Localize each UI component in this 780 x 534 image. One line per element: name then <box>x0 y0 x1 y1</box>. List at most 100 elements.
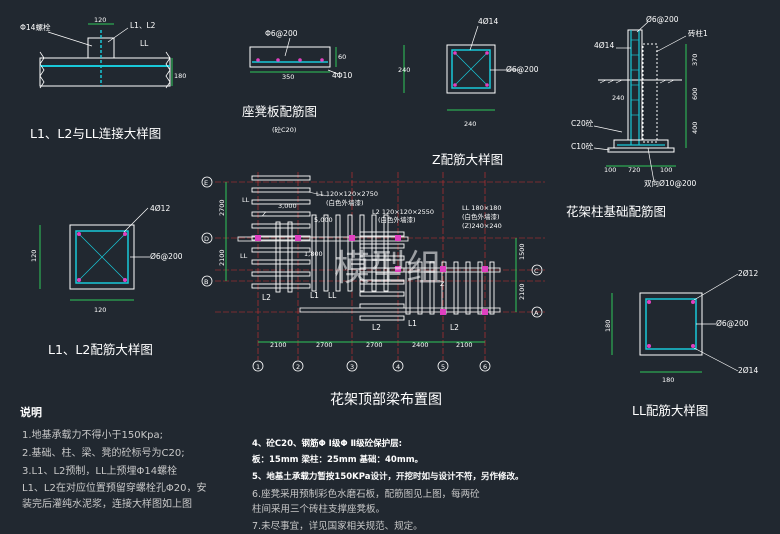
plan-l1-color: (白色外墙漆) <box>326 198 364 207</box>
notes-right-line-1: 板：15mm 梁柱：25mm 基础：40mm。 <box>252 454 423 465</box>
notes-left-line-2: 3.L1、L2预制，LL上预埋Φ14螺栓 <box>22 464 177 477</box>
foundation-detail: 370 600 400 240 100 720 100 Ø6@200 4Ø14 … <box>566 15 708 219</box>
notes-left-line-1: 2.基础、柱、梁、凳的砼标号为C20; <box>22 446 185 459</box>
plan-label-l2-b: L2 <box>372 323 381 332</box>
col-label-2: 2 <box>296 363 300 371</box>
l1l2-detail: 4Ø12 Ø6@200 120 120 L1、L2配筋大样图 <box>30 204 183 357</box>
plan-l1-note: L1 120×120×2750 <box>316 190 378 198</box>
l1l2-title: L1、L2配筋大样图 <box>48 342 153 357</box>
plan-dim-5000: 5,000 <box>314 216 333 224</box>
seat-slab-detail: 350 60 Φ6@200 4Φ10 座凳板配筋图 (砼C20) <box>242 29 352 134</box>
plan-bottom-dim-2: 2700 <box>366 341 383 349</box>
seat-slab-dim-height: 60 <box>338 53 346 61</box>
col-label-3: 3 <box>350 363 354 371</box>
foundation-c10: C10砼 <box>571 141 594 151</box>
plan-dim-1800: 1,800 <box>304 250 323 258</box>
ll-detail: 2Ø12 Ø6@200 2Ø14 180 180 LL配筋大样图 <box>604 269 758 418</box>
plan-dim-3000: 3,000 <box>278 202 297 210</box>
z-column-dim-w: 240 <box>464 120 476 128</box>
col-label-6: 6 <box>483 363 487 371</box>
notes-right-line-4: 柱间采用三个砖柱支撑座凳板。 <box>252 503 385 515</box>
notes-right-line-3: 6.座凳采用预制彩色水磨石板，配筋图见上图，每两砼 <box>252 488 480 500</box>
notes-left: 说明 1.地基承载力不得小于150Kpa; 2.基础、柱、梁、凳的砼标号为C20… <box>20 405 206 510</box>
plan-left-dim-1: 2100 <box>218 249 226 266</box>
col-label-5: 5 <box>441 363 445 371</box>
seat-slab-rebar-bottom: 4Φ10 <box>332 71 352 80</box>
z-column-dim-h: 240 <box>398 66 410 74</box>
row-label-a: A <box>534 309 539 317</box>
connection-dim-side: 180 <box>174 72 186 80</box>
notes-left-line-4: 装完后灌纯水泥浆，连接大样图如上图 <box>22 497 192 510</box>
foundation-dim-400: 400 <box>691 122 699 134</box>
plan-label-l1-a: L1 <box>310 291 319 300</box>
foundation-dim-720: 720 <box>628 166 640 174</box>
z-column-detail: 4Ø14 Ø6@200 240 240 Z配筋大样图 <box>398 17 539 167</box>
plan-label-ll-b: LL <box>240 252 248 260</box>
row-label-e: E <box>204 179 208 187</box>
seat-slab-dim-length: 350 <box>282 73 294 81</box>
plan-label-z-b: Z <box>440 280 445 288</box>
notes-right-line-2: 5、地基土承载力暂按150KPa设计，开挖时如与设计不符，另作修改。 <box>252 471 523 482</box>
col-axis-bubbles: 1 2 3 4 5 6 <box>252 360 491 372</box>
foundation-dim-100a: 100 <box>604 166 616 174</box>
foundation-brick-col: 砖柱1 <box>688 28 708 38</box>
ll-top-bars: 2Ø12 <box>738 269 758 278</box>
plan-z-note: (Z)240×240 <box>462 222 502 230</box>
plan-label-z-a: Z <box>262 210 267 218</box>
l1l2-dim-h: 120 <box>30 250 38 262</box>
connection-bolt-label: Φ14螺栓 <box>20 22 51 32</box>
col-label-4: 4 <box>396 363 400 371</box>
foundation-dim-100b: 100 <box>660 166 672 174</box>
plan-bottom-dim-1: 2700 <box>316 341 333 349</box>
l1l2-stirrups: Ø6@200 <box>150 252 183 261</box>
foundation-c20: C20砼 <box>571 118 594 128</box>
ll-stirrups: Ø6@200 <box>716 319 749 328</box>
connection-ll-label: LL <box>140 39 149 48</box>
plan-bottom-dim-0: 2100 <box>270 341 287 349</box>
col-label-1: 1 <box>256 363 260 371</box>
seat-slab-title: 座凳板配筋图 <box>242 104 317 119</box>
z-column-title: Z配筋大样图 <box>432 152 503 167</box>
foundation-title: 花架柱基础配筋图 <box>566 204 666 219</box>
l1l2-main-bars: 4Ø12 <box>150 204 170 213</box>
plan-ll-note: LL 180×180 <box>462 204 502 212</box>
notes-right: 4、砼C20、钢筋Φ Ⅰ级Φ Ⅱ级砼保护层: 板：15mm 梁柱：25mm 基础… <box>252 438 523 532</box>
notes-heading: 说明 <box>20 405 42 419</box>
row-label-b: B <box>204 278 208 286</box>
plan-label-ll-c: LL <box>328 291 337 300</box>
notes-left-line-0: 1.地基承载力不得小于150Kpa; <box>22 428 163 441</box>
seat-slab-subtitle: (砼C20) <box>272 125 296 134</box>
plan-l2-note: L2 120×120×2550 <box>372 208 434 216</box>
foundation-mesh: 双向Ø10@200 <box>644 178 696 188</box>
notes-right-line-0: 4、砼C20、钢筋Φ Ⅰ级Φ Ⅱ级砼保护层: <box>252 438 402 449</box>
foundation-stirrups-top: Ø6@200 <box>646 15 679 24</box>
ll-dim-h: 180 <box>604 320 612 332</box>
z-column-stirrups: Ø6@200 <box>506 65 539 74</box>
notes-right-line-5: 7.未尽事宜，详见国家相关规范、规定。 <box>252 520 423 532</box>
plan-l2-color: (白色外墙漆) <box>378 215 416 224</box>
foundation-main-bars: 4Ø14 <box>594 41 614 50</box>
connection-detail: 120 180 Φ14螺栓 L1、L2 LL L1、L2与LL连接大样图 <box>20 16 186 141</box>
plan-ll-color: (白色外墙漆) <box>462 212 500 221</box>
row-axis-bubbles: E D B C A <box>201 176 543 318</box>
plan-bottom-dim-4: 2100 <box>456 341 473 349</box>
plan-bottom-dim-3: 2400 <box>412 341 429 349</box>
plan-right-dim-0: 1500 <box>518 243 526 260</box>
plan-label-l1-b: L1 <box>408 319 417 328</box>
foundation-dim-370: 370 <box>691 54 699 66</box>
plan-label-l2-c: L2 <box>450 323 459 332</box>
connection-title: L1、L2与LL连接大样图 <box>30 126 161 141</box>
connection-dim-top: 120 <box>94 16 106 24</box>
plan-label-l2-a: L2 <box>262 293 271 302</box>
watermark: 模型组 <box>334 248 442 289</box>
foundation-dim-240: 240 <box>612 94 624 102</box>
ll-bottom-bars: 2Ø14 <box>738 366 758 375</box>
row-label-c: C <box>534 267 539 275</box>
row-label-d: D <box>204 235 209 243</box>
plan-right-dim-1: 2100 <box>518 283 526 300</box>
connection-members-label: L1、L2 <box>130 21 156 30</box>
seat-slab-rebar-top: Φ6@200 <box>265 29 298 38</box>
notes-left-line-3: L1、L2在对应位置预留穿螺栓孔Φ20，安 <box>22 481 206 494</box>
plan-label-ll-a: LL <box>242 196 250 204</box>
